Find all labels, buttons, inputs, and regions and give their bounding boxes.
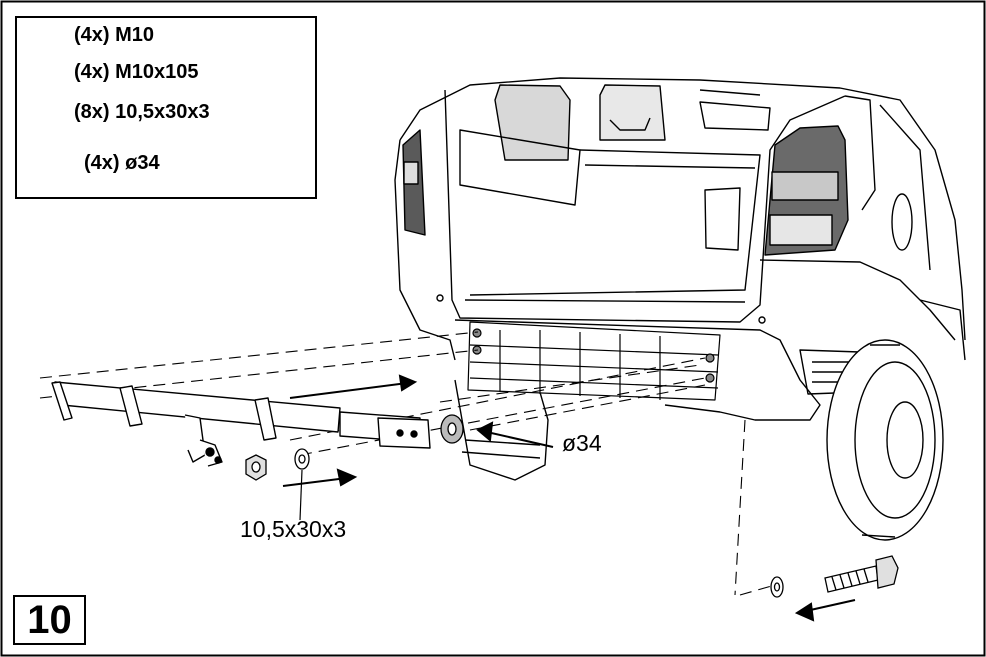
tow-ball-bracket (184, 414, 206, 463)
bumper-bolt (758, 316, 766, 324)
nut-part (245, 454, 267, 481)
fuel-cap (891, 193, 913, 251)
boot-cubby (704, 187, 741, 251)
boot-sill (464, 299, 746, 303)
legend-row-flat-washer: (8x) 10,5x30x3 (74, 98, 210, 126)
tow-bar (51, 381, 431, 467)
legend-row-large-washer: (4x) ø34 (84, 149, 160, 177)
car-rear-view (394, 77, 966, 541)
flat-washer-part (294, 448, 310, 470)
legend-nut-text: (4x) M10 (74, 23, 155, 46)
bolt-part (824, 555, 899, 593)
boot-floor (469, 149, 761, 296)
parcel-shelf (699, 101, 771, 131)
right-rear-hub (886, 401, 924, 479)
legend-flat-washer-text: (8x) 10,5x30x3 (74, 100, 210, 123)
legend-bolt-text: (4x) M10x105 (74, 60, 199, 83)
rear-seat-right (599, 84, 666, 141)
arrow-head (398, 374, 418, 392)
large-washer-callout: ø34 (562, 430, 602, 456)
arrow-head (476, 421, 494, 442)
step-number: 10 (13, 595, 86, 645)
legend-row-nut: (4x) M10 (74, 21, 154, 49)
bumper-bolt (436, 294, 444, 302)
chassis-mounting-plate (467, 321, 721, 401)
parts-legend: (4x) M10 (4x) M10x105 (8x) 10,5x30x3 (4x… (15, 16, 317, 199)
legend-row-bolt: (4x) M10x105 (74, 58, 199, 86)
headrest (609, 117, 651, 131)
tailgate-opening (444, 89, 846, 323)
fasteners (245, 414, 899, 598)
rear-seat-left (494, 84, 571, 161)
arrow-head (336, 468, 358, 487)
arrow-head (794, 602, 815, 622)
right-tail-light-lens (771, 171, 839, 201)
boot-side-panel (459, 129, 581, 206)
right-side-crease (879, 104, 931, 271)
washer-leader-line (299, 469, 303, 521)
tire-tread (861, 344, 900, 538)
flat-washer-callout: 10,5x30x3 (240, 516, 347, 542)
car-roof-outline (399, 77, 966, 341)
legend-large-washer-text: (4x) ø34 (84, 151, 160, 174)
right-rear-tire (826, 339, 944, 541)
wheel-arch (919, 299, 966, 361)
direction-arrows (282, 374, 856, 622)
arm-end-plate (377, 417, 431, 449)
right-tail-light-lower (769, 214, 833, 246)
boot-floor-edge (584, 164, 756, 169)
large-washer-part (440, 414, 464, 444)
left-tail-light-lens (403, 161, 419, 185)
tube-bracket (119, 385, 143, 427)
c-pillar (844, 95, 876, 211)
tube-end-cap (51, 381, 73, 421)
tire-tread (461, 439, 541, 459)
tube-bracket (254, 397, 277, 441)
rear-bumper (454, 319, 821, 421)
bolt-washer-part (770, 576, 784, 598)
alignment-lines (39, 331, 776, 596)
left-body-side (394, 139, 456, 361)
bumper-top (759, 259, 956, 341)
right-rear-rim (854, 361, 936, 519)
window-line (699, 89, 761, 96)
